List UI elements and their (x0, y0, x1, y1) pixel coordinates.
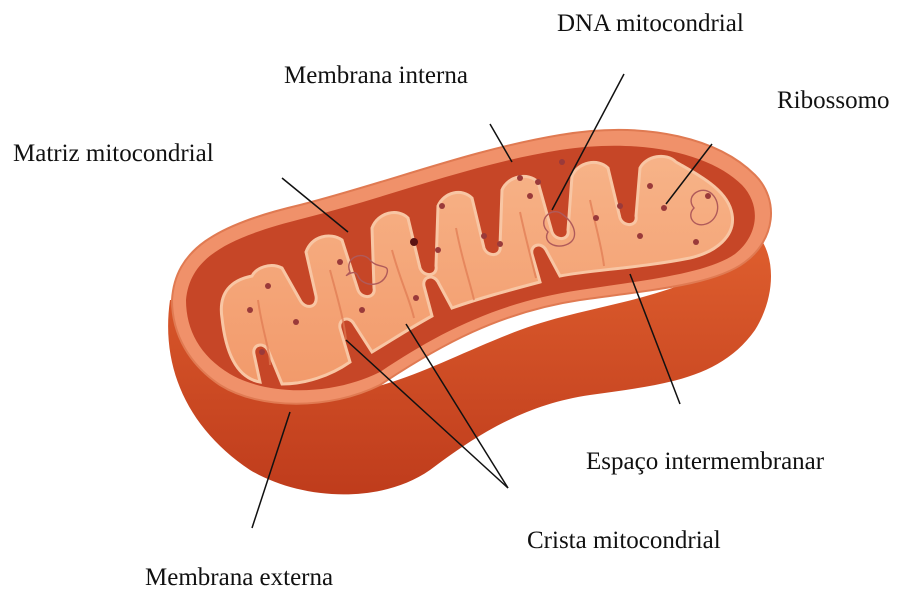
label-matriz-mitocondrial: Matriz mitocondrial (13, 141, 214, 166)
label-dna-mitocondrial: DNA mitocondrial (557, 11, 744, 36)
label-membrana-interna: Membrana interna (284, 63, 468, 88)
label-membrana-externa: Membrana externa (145, 565, 333, 590)
label-espaco-intermembranar: Espaço intermembranar (586, 449, 824, 474)
label-ribossomo: Ribossomo (777, 88, 890, 113)
label-crista-mitocondrial: Crista mitocondrial (527, 528, 721, 553)
